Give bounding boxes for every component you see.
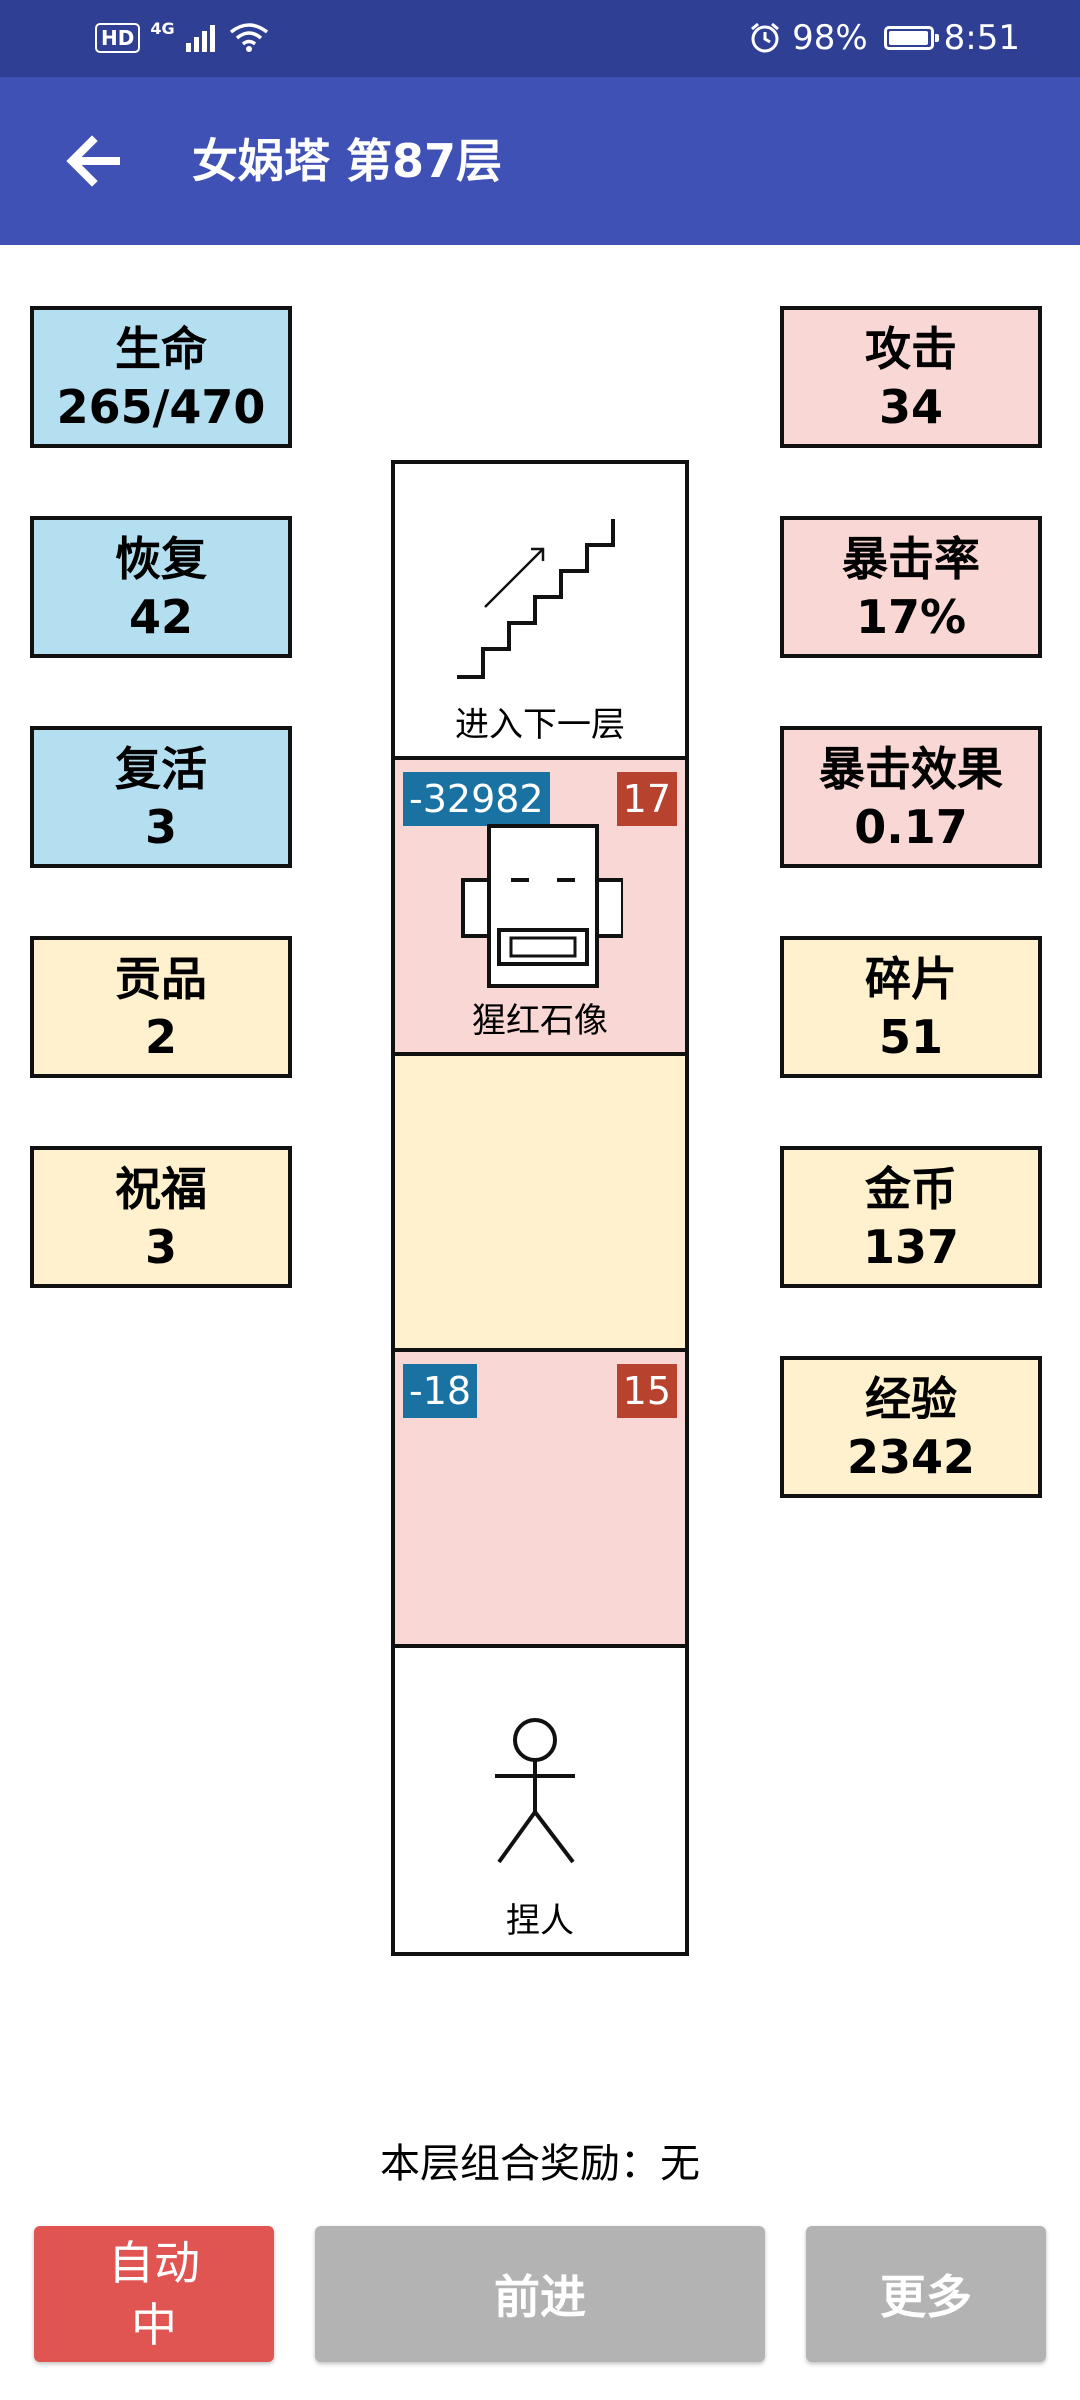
stat-label: 复活 bbox=[115, 742, 207, 796]
stat-crit-effect: 暴击效果 0.17 bbox=[780, 726, 1042, 868]
tower-cell-enemy-hidden[interactable]: -18 15 bbox=[391, 1348, 689, 1648]
tower-cell-empty[interactable] bbox=[391, 1052, 689, 1352]
battery-percent: 98% bbox=[792, 18, 868, 58]
stat-value: 2 bbox=[144, 1010, 177, 1064]
stat-value: 137 bbox=[862, 1220, 960, 1274]
wifi-icon bbox=[229, 23, 268, 52]
auto-label-line2: 中 bbox=[131, 2298, 177, 2352]
stat-label: 生命 bbox=[115, 322, 207, 376]
stat-regen: 恢复 42 bbox=[30, 516, 292, 658]
stat-value: 2342 bbox=[846, 1430, 976, 1484]
stat-shards: 碎片 51 bbox=[780, 936, 1042, 1078]
stat-value: 265/470 bbox=[56, 380, 266, 434]
stat-blessing: 祝福 3 bbox=[30, 1146, 292, 1288]
stat-crit-rate: 暴击率 17% bbox=[780, 516, 1042, 658]
floor-reward-text: 本层组合奖励：无 bbox=[380, 2141, 700, 2187]
stat-value: 17% bbox=[855, 590, 967, 644]
stat-gold: 金币 137 bbox=[780, 1146, 1042, 1288]
stat-label: 金币 bbox=[865, 1162, 957, 1216]
stat-label: 碎片 bbox=[865, 952, 957, 1006]
stat-value: 3 bbox=[144, 1220, 177, 1274]
stat-label: 经验 bbox=[865, 1372, 957, 1426]
status-right: 98% 8:51 bbox=[748, 14, 1020, 62]
battery-icon bbox=[883, 26, 939, 50]
stat-revive: 复活 3 bbox=[30, 726, 292, 868]
stat-hp: 生命 265/470 bbox=[30, 306, 292, 448]
stairs-icon bbox=[457, 519, 615, 679]
enemy-attack-badge: 17 bbox=[616, 772, 677, 826]
tower-cell-next-floor[interactable]: 进入下一层 bbox=[391, 460, 689, 760]
tower-cell-player[interactable]: 捏人 bbox=[391, 1644, 689, 1956]
clock: 8:51 bbox=[943, 18, 1020, 58]
forward-button[interactable]: 前进 bbox=[315, 2226, 765, 2362]
stat-label: 祝福 bbox=[115, 1162, 207, 1216]
stat-label: 暴击效果 bbox=[819, 742, 1003, 796]
tower-cell-enemy-statue[interactable]: -32982 17 猩红石像 bbox=[391, 756, 689, 1056]
more-button[interactable]: 更多 bbox=[806, 2226, 1046, 2362]
stat-label: 暴击率 bbox=[842, 532, 980, 586]
stat-label: 贡品 bbox=[115, 952, 207, 1006]
stone-statue-icon bbox=[461, 824, 623, 988]
hd-badge: HD bbox=[95, 23, 141, 53]
auto-label-line1: 自动 bbox=[108, 2236, 200, 2290]
stat-label: 攻击 bbox=[865, 322, 957, 376]
page-title: 女娲塔 第87层 bbox=[192, 134, 503, 188]
stat-exp: 经验 2342 bbox=[780, 1356, 1042, 1498]
app-bar: 女娲塔 第87层 bbox=[0, 77, 1080, 245]
status-bar: HD 4G 98% 8:51 bbox=[0, 0, 1080, 77]
enemy-name: 猩红石像 bbox=[472, 1001, 608, 1041]
stat-value: 34 bbox=[878, 380, 943, 434]
stat-value: 42 bbox=[128, 590, 193, 644]
enemy-hp-badge: -32982 bbox=[403, 772, 550, 826]
arrow-left-icon[interactable] bbox=[56, 123, 132, 199]
stat-value: 0.17 bbox=[854, 800, 968, 854]
stat-value: 3 bbox=[144, 800, 177, 854]
alarm-icon bbox=[751, 22, 780, 53]
auto-button[interactable]: 自动 中 bbox=[34, 2226, 274, 2362]
stat-offering: 贡品 2 bbox=[30, 936, 292, 1078]
next-floor-caption: 进入下一层 bbox=[455, 705, 625, 745]
player-caption: 捏人 bbox=[506, 1901, 574, 1941]
network-type: 4G bbox=[150, 18, 175, 38]
stick-figure-icon bbox=[495, 1718, 575, 1864]
stat-value: 51 bbox=[878, 1010, 943, 1064]
enemy-hp-badge: -18 bbox=[403, 1364, 478, 1418]
signal-icon bbox=[185, 25, 215, 52]
stat-label: 恢复 bbox=[115, 532, 207, 586]
enemy-attack-badge: 15 bbox=[616, 1364, 677, 1418]
status-left: HD 4G bbox=[95, 16, 269, 60]
stat-attack: 攻击 34 bbox=[780, 306, 1042, 448]
